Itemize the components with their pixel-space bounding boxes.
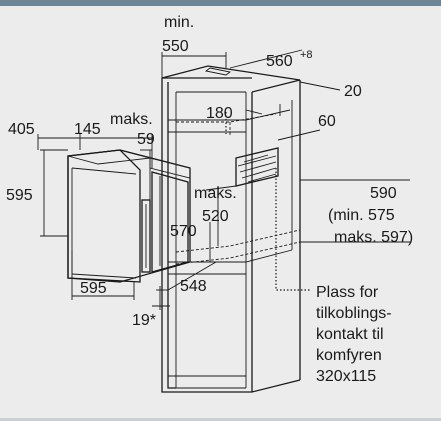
socket-note-line-1: Plass for — [316, 284, 379, 301]
socket-note-line-5: 320x115 — [316, 368, 376, 385]
label-59: 59 — [137, 131, 155, 148]
label-570: 570 — [170, 223, 197, 240]
label-min: min. — [164, 14, 194, 31]
dimension-lines — [37, 49, 410, 310]
socket-box — [235, 147, 279, 187]
label-548: 548 — [180, 278, 207, 295]
dimension-labels: min. 550 560 +8 20 405 145 maks. 59 180 … — [6, 14, 413, 329]
label-590: 590 — [370, 185, 397, 202]
header-bar — [0, 0, 441, 6]
socket-note-line-3: kontakt til — [316, 326, 384, 343]
footer-bar — [0, 418, 441, 421]
label-maks-2: maks. — [194, 185, 237, 202]
label-60: 60 — [318, 113, 336, 130]
label-595-height: 595 — [6, 187, 33, 204]
label-20: 20 — [344, 83, 362, 100]
label-maks-1: maks. — [110, 111, 153, 128]
label-niche-min: (min. 575 — [328, 207, 395, 224]
socket-note: Plass for tilkoblings- kontakt til komfy… — [316, 284, 392, 385]
label-595-width: 595 — [80, 280, 107, 297]
socket-note-line-4: komfyren — [316, 347, 382, 364]
cabinet — [161, 65, 301, 393]
label-560: 560 — [266, 53, 293, 70]
label-550: 550 — [162, 38, 189, 55]
label-405: 405 — [8, 121, 35, 138]
label-19: 19* — [132, 312, 156, 329]
label-180: 180 — [206, 105, 233, 122]
socket-note-line-2: tilkoblings- — [316, 305, 392, 322]
label-145: 145 — [74, 121, 101, 138]
label-520: 520 — [202, 208, 229, 225]
label-niche-max: maks. 597) — [334, 229, 413, 246]
label-560-tol: +8 — [300, 49, 313, 61]
